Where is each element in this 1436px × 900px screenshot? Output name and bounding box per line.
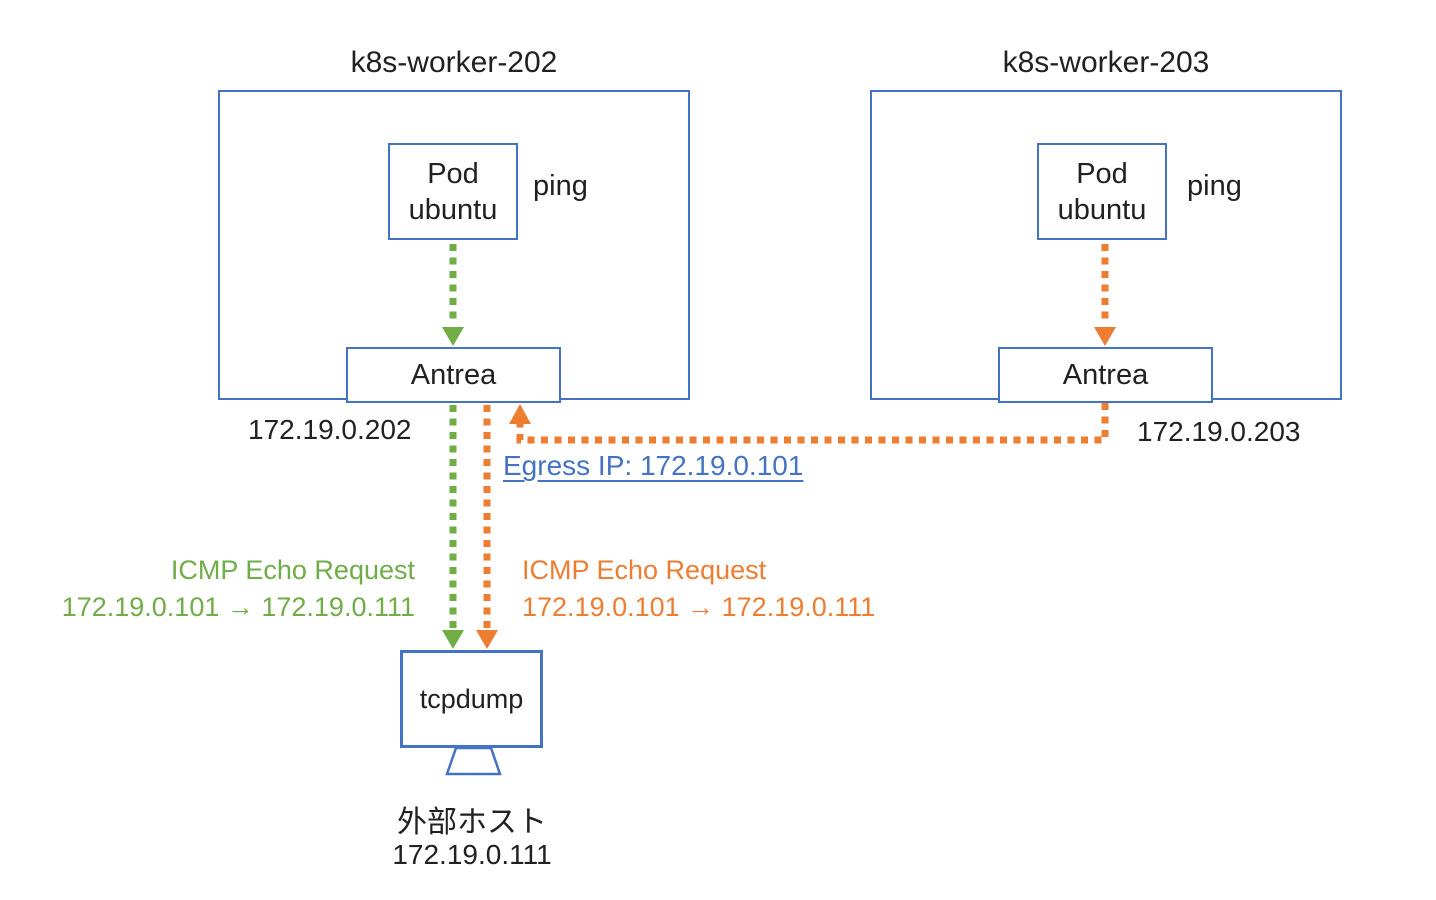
flow-label-green: ICMP Echo Request 172.19.0.101 → 172.19.…	[40, 552, 415, 626]
flow-orange-title: ICMP Echo Request	[522, 555, 767, 585]
pod-ubuntu-box-202: Pod ubuntu	[388, 143, 518, 240]
tcpdump-label: tcpdump	[419, 683, 524, 714]
antrea-to-host-arrowhead-green	[442, 630, 464, 649]
egress-ip-label: Egress IP: 172.19.0.101	[503, 450, 804, 481]
egress-return-path-orange	[516, 403, 1109, 444]
ping-label-202: ping	[533, 170, 588, 202]
pod-label-line1: Pod	[1076, 157, 1128, 190]
worker-202-title: k8s-worker-202	[350, 46, 558, 79]
tcpdump-monitor: tcpdump	[400, 650, 543, 748]
external-host-ip: 172.19.0.111	[392, 839, 552, 870]
pod-label-line2: ubuntu	[1057, 193, 1147, 226]
pod-ubuntu-box-203: Pod ubuntu	[1037, 143, 1167, 240]
flow-label-orange: ICMP Echo Request 172.19.0.101 → 172.19.…	[522, 552, 875, 626]
flow-green-title: ICMP Echo Request	[170, 555, 415, 585]
ping-label-203: ping	[1187, 170, 1242, 202]
antrea-box-202: Antrea	[346, 347, 561, 403]
antrea-label: Antrea	[410, 358, 497, 391]
egress-return-arrowhead-orange	[509, 404, 531, 424]
antrea-to-host-arrowhead-orange	[476, 630, 498, 649]
worker-203-title: k8s-worker-203	[1002, 46, 1210, 79]
flow-green-route: 172.19.0.101 → 172.19.0.111	[61, 592, 415, 622]
antrea-box-203: Antrea	[998, 347, 1213, 403]
external-host-name: 外部ホスト	[397, 806, 547, 839]
node-ip-203: 172.19.0.203	[1137, 416, 1301, 447]
pod-label-line2: ubuntu	[408, 193, 498, 226]
antrea-label: Antrea	[1062, 358, 1149, 391]
pod-label-line1: Pod	[427, 157, 479, 190]
flow-orange-route: 172.19.0.101 → 172.19.0.111	[522, 592, 876, 622]
monitor-stand	[445, 746, 502, 776]
node-ip-202: 172.19.0.202	[248, 414, 412, 445]
